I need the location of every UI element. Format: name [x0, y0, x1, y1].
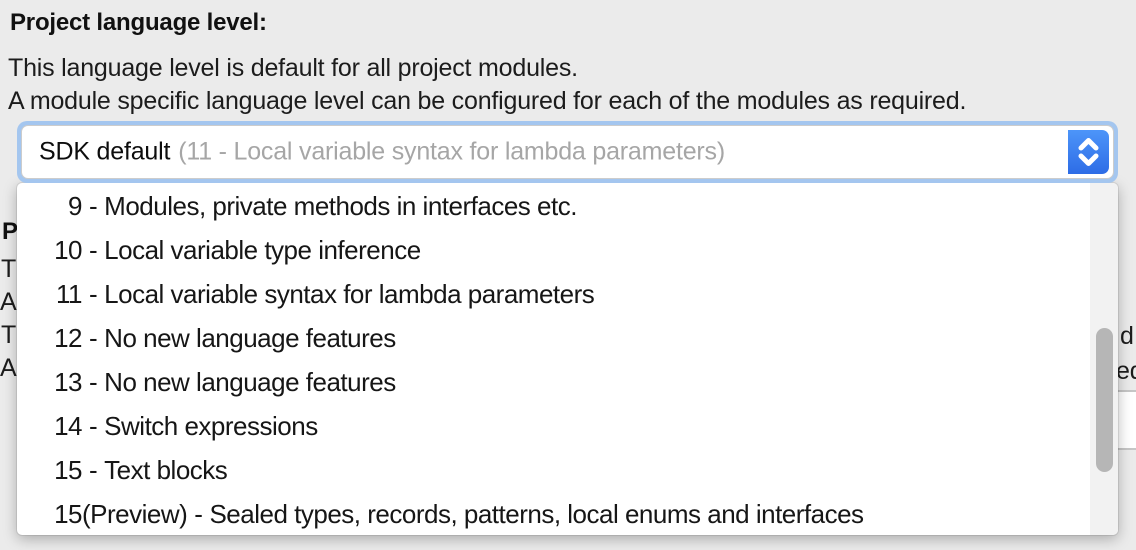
list-item[interactable]: 11-Local variable syntax for lambda para… [56, 278, 595, 309]
occluded-section-title-fragment: P [2, 218, 18, 245]
list-item[interactable]: 9-Modules, private methods in interfaces… [68, 190, 577, 221]
list-item[interactable]: 14-Switch expressions [54, 410, 318, 441]
occluded-text-fragment: A [0, 354, 17, 382]
occluded-text-fragment: T [1, 321, 17, 349]
dropdown-menu-list: 9-Modules, private methods in interfaces… [17, 184, 1090, 535]
combobox-selected-detail: (11 - Local variable syntax for lambda p… [178, 137, 725, 166]
language-level-combobox[interactable]: SDK default(11 - Local variable syntax f… [17, 121, 1118, 183]
occluded-text-fragment: d [1120, 322, 1134, 350]
description-line-1: This language level is default for all p… [8, 54, 578, 82]
combobox-stepper-button[interactable] [1068, 130, 1109, 174]
occluded-text-fragment: T [1, 255, 17, 283]
language-level-dropdown-menu: 9-Modules, private methods in interfaces… [17, 183, 1118, 535]
list-item[interactable]: 15 (Preview)-Sealed types, records, patt… [54, 498, 864, 529]
scrollbar-thumb[interactable] [1096, 328, 1113, 472]
list-item[interactable]: 10-Local variable type inference [54, 234, 421, 265]
scrollbar-track[interactable] [1090, 183, 1118, 535]
combobox-text: SDK default(11 - Local variable syntax f… [39, 138, 725, 167]
occluded-text-fragment: ed [1116, 357, 1136, 385]
page-title: Project language level: [10, 9, 267, 36]
description: This language level is default for all p… [8, 52, 966, 118]
combobox-selected-value: SDK default [39, 137, 171, 166]
combobox-field[interactable]: SDK default(11 - Local variable syntax f… [21, 125, 1114, 179]
occluded-text-fragment: A [0, 288, 17, 316]
chevron-up-down-icon [1078, 138, 1099, 166]
description-line-2: A module specific language level can be … [8, 87, 967, 115]
list-item[interactable]: 12-No new language features [54, 322, 396, 353]
list-item[interactable]: 13-No new language features [54, 366, 396, 397]
list-item[interactable]: 15-Text blocks [54, 454, 228, 485]
